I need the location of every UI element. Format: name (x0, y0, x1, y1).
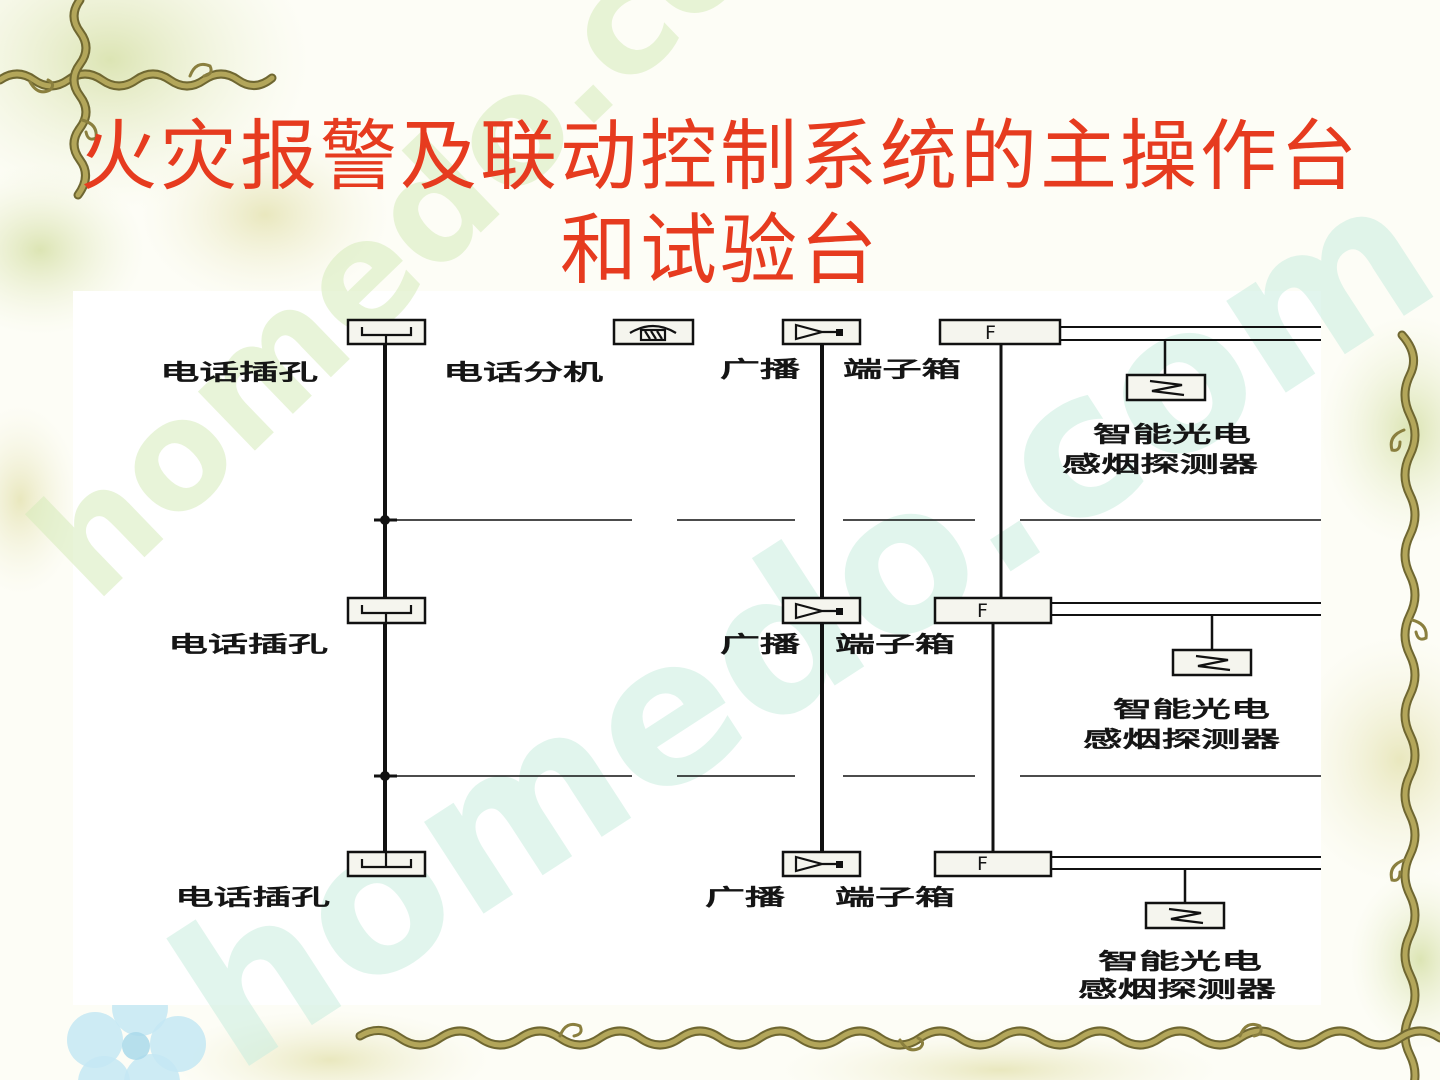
vine-tendrils (28, 62, 1428, 1052)
phone-jack-icon (360, 327, 413, 344)
slide-title-line-1: 火灾报警及联动控制系统的主操作台 (80, 113, 1360, 202)
tendril (1410, 618, 1428, 641)
module-f-mark: F (985, 322, 996, 344)
smoke-detector-symbol (1171, 648, 1253, 677)
leaf-wash-top-middle (140, 125, 390, 305)
phone-extension-label: 电话分机 (443, 361, 603, 386)
speaker-icon-dot (836, 861, 843, 868)
detector-loop-line (1051, 602, 1321, 616)
speaker-symbol (781, 318, 862, 346)
tendril (558, 1022, 583, 1038)
speaker-icon (794, 855, 836, 873)
phone-jack-icon (360, 605, 413, 623)
detector-label-line1: 智能光电 (1113, 697, 1270, 723)
smoke-detector-icon (1149, 379, 1185, 397)
detector-loop-line (1051, 856, 1321, 870)
tendril (188, 62, 213, 78)
flower-petal (67, 1012, 123, 1068)
broadcast-label: 广播 (720, 632, 802, 658)
flower-petal (78, 1056, 130, 1080)
diagram-panel (73, 291, 1321, 1005)
floor-row-3: 电话插孔 广播 端子箱 F 智能光电 感烟探测器 (175, 850, 1321, 1003)
tendril (1389, 428, 1406, 452)
speaker-symbol (781, 596, 862, 625)
phone-jack-label: 电话插孔 (175, 886, 330, 911)
speaker-icon (794, 323, 836, 341)
floor-row-1: 电话插孔 电话分机 广播 端子箱 F (160, 318, 1321, 478)
phone-jack-label: 电话插孔 (168, 633, 328, 658)
module-f-box (938, 318, 1062, 346)
terminal-box-label: 端子箱 (835, 885, 955, 911)
detector-label-line1: 智能光电 (1098, 949, 1262, 975)
tendril (1238, 1022, 1263, 1038)
leaf-wash-right-mid (1290, 635, 1440, 885)
tendril (28, 78, 55, 94)
smoke-detector-symbol (1144, 901, 1226, 930)
phone-jack-icon (360, 852, 413, 869)
terminal-box-label: 端子箱 (835, 632, 955, 658)
speaker-symbol (781, 850, 862, 878)
detector-loop-line (1060, 326, 1321, 341)
phone-jack-symbol (346, 596, 427, 625)
slide-title-line-2: 和试验台 (560, 207, 880, 296)
phone-jack-symbol (346, 850, 427, 878)
phone-keypad-icon (644, 330, 663, 340)
speaker-icon-dot (836, 608, 843, 615)
smoke-detector-icon (1195, 654, 1231, 672)
module-f-symbol: F (938, 318, 1062, 346)
module-f-mark: F (977, 853, 988, 875)
phone-jack-symbol (346, 318, 427, 346)
module-f-mark: F (977, 600, 988, 622)
vine-right (1399, 332, 1418, 1080)
phone-extension-symbol (612, 318, 695, 346)
broadcast-label: 广播 (720, 357, 802, 383)
broadcast-label: 广播 (705, 885, 787, 911)
phone-base-icon (639, 328, 667, 342)
junction-dots (374, 515, 397, 781)
leaf-wash-left-low (0, 405, 80, 595)
flower-center (122, 1032, 150, 1060)
leaf-wash-bottom (170, 1010, 490, 1080)
module-f-box (933, 596, 1053, 625)
module-f-symbol: F (933, 596, 1053, 625)
phone-handset-icon (629, 324, 677, 334)
module-f-symbol: F (933, 850, 1053, 878)
vine-top-vertical (71, 0, 89, 198)
terminal-box-label: 端子箱 (843, 357, 961, 383)
smoke-detector-icon (1168, 907, 1204, 925)
vine-top-horizontal (0, 71, 275, 89)
detector-label-line2: 感烟探测器 (1062, 452, 1260, 478)
smoke-detector-symbol (1125, 373, 1207, 402)
phone-jack-label: 电话插孔 (160, 361, 318, 386)
tendril (898, 1036, 925, 1052)
tendril (1389, 858, 1406, 882)
detector-label-line2: 感烟探测器 (1083, 727, 1282, 753)
tendril (80, 118, 98, 141)
floor-row-2: 电话插孔 广播 端子箱 F 智能光电 感烟探测器 (168, 596, 1321, 753)
detector-label-line1: 智能光电 (1093, 422, 1251, 448)
flower-petal (124, 1054, 180, 1080)
module-bus-line (991, 344, 1003, 852)
detector-label-line2: 感烟探测器 (1078, 977, 1278, 1003)
speaker-icon (794, 602, 836, 620)
module-f-box (933, 850, 1053, 878)
speaker-icon-dot (836, 329, 843, 336)
